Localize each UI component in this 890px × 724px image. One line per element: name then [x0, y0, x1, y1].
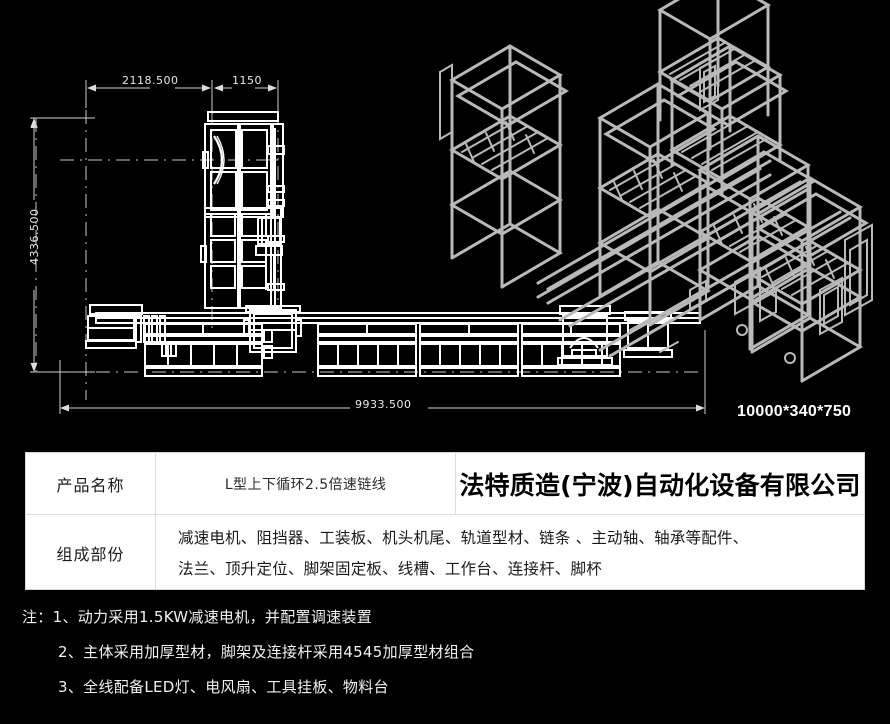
dimension-lines: [30, 80, 706, 414]
dim-left-height-value: 4336.500: [28, 208, 41, 266]
plan-upper-module: [202, 111, 285, 218]
iso-accessories: [629, 279, 796, 364]
plan-bay-b: [317, 323, 417, 377]
company-name: 法特质造(宁波)自动化设备有限公司: [459, 470, 861, 500]
dim-bottom-length-value: 9933.500: [355, 398, 412, 411]
note-line-3: 3、全线配备LED灯、电风扇、工具挂板、物料台: [58, 678, 389, 696]
iso-station-1: [439, 44, 569, 289]
dim-top-right-value: 1150: [232, 74, 262, 87]
plan-lower-module: [200, 207, 285, 309]
plan-bay-c: [419, 323, 519, 377]
note-line-2: 2、主体采用加厚型材，脚架及连接杆采用4545加厚型材组合: [58, 643, 475, 661]
components-line-1: 减速电机、阻挡器、工装板、机头机尾、轨道型材、链条 、主动轴、轴承等配件、: [178, 529, 749, 547]
overall-size-label: 10000*340*750: [737, 403, 852, 420]
cad-drawing-svg: [30, 0, 873, 414]
components-value: 减速电机、阻挡器、工装板、机头机尾、轨道型材、链条 、主动轴、轴承等配件、 法兰…: [156, 515, 864, 590]
spec-row-product: 产品名称 L型上下循环2.5倍速链线 法特质造(宁波)自动化设备有限公司: [26, 453, 864, 515]
isometric-view: [439, 0, 873, 383]
plan-bay-a: [144, 323, 263, 377]
notes-section: 注：1、动力采用1.5KW减速电机，并配置调速装置 2、主体采用加厚型材，脚架及…: [0, 600, 890, 705]
technical-drawing: 2118.500 1150 4336.500 9933.500 10000*34…: [28, 0, 873, 420]
components-line-2: 法兰、顶升定位、脚架固定板、线槽、工作台、连接杆、脚杯: [178, 560, 602, 578]
dim-top-left-value: 2118.500: [122, 74, 179, 87]
iso-station-2: [597, 82, 717, 327]
product-name-label: 产品名称: [26, 453, 156, 514]
iso-conveyor-spine: [536, 153, 852, 358]
product-name-value: L型上下循环2.5倍速链线: [156, 453, 456, 514]
components-label: 组成部份: [26, 515, 156, 590]
spec-table: 产品名称 L型上下循环2.5倍速链线 法特质造(宁波)自动化设备有限公司 组成部…: [25, 452, 865, 590]
note-line-1: 注：1、动力采用1.5KW减速电机，并配置调速装置: [22, 608, 373, 626]
spec-row-components: 组成部份 减速电机、阻挡器、工装板、机头机尾、轨道型材、链条 、主动轴、轴承等配…: [26, 515, 864, 590]
plan-conveyor-run: [85, 304, 701, 377]
